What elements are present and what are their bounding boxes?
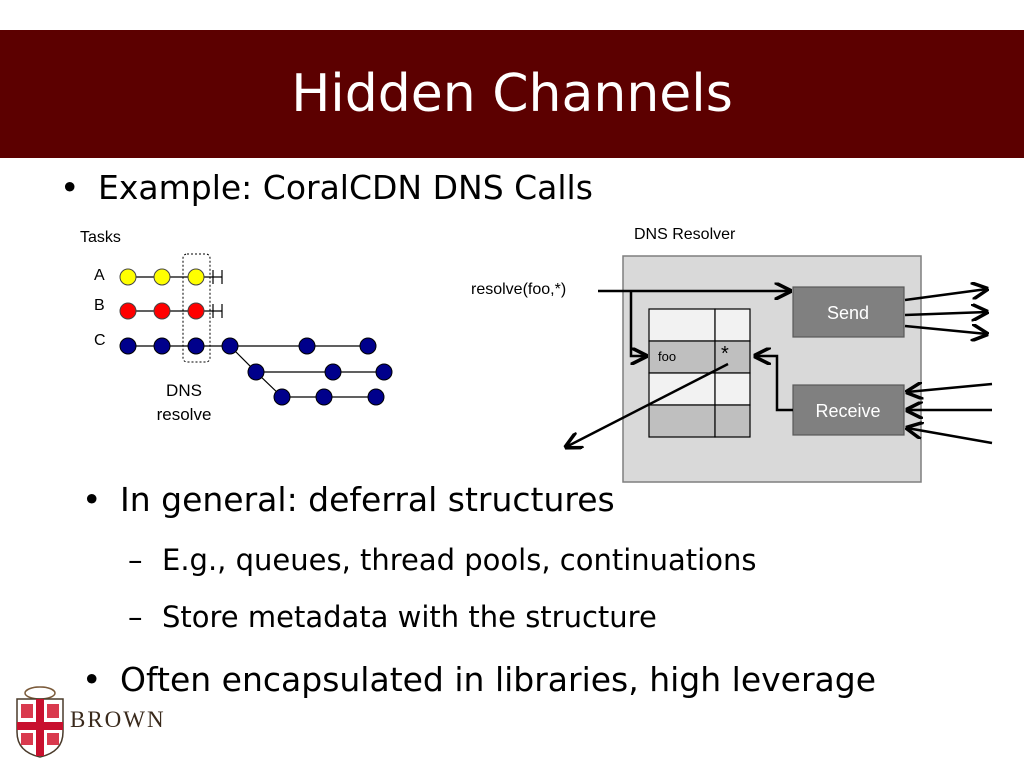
subbullet-dash: – — [128, 543, 143, 577]
bullet-general: • In general: deferral structures — [82, 480, 615, 519]
task-c-node — [375, 363, 393, 381]
task-c-node — [324, 363, 342, 381]
task-b-node — [153, 302, 171, 320]
bullet-general-text: In general: deferral structures — [120, 480, 615, 519]
resolve-call-label: resolve(foo,*) — [471, 281, 566, 298]
subbullet-examples-text: E.g., queues, thread pools, continuation… — [162, 543, 757, 577]
bullet-example: • Example: CoralCDN DNS Calls — [60, 168, 593, 207]
task-c-node — [221, 337, 239, 355]
receive-label: Receive — [815, 401, 880, 421]
brown-shield-logo — [16, 686, 64, 758]
bullet-often-text: Often encapsulated in libraries, high le… — [120, 660, 877, 699]
dns-resolver-title: DNS Resolver — [634, 226, 736, 243]
task-c-node — [359, 337, 377, 355]
task-c-node — [273, 388, 291, 406]
send-box — [792, 286, 905, 338]
task-c-node — [298, 337, 316, 355]
dns-resolve-label-1: DNS — [166, 381, 202, 400]
resolver-table — [648, 308, 751, 438]
bullet-example-text: Example: CoralCDN DNS Calls — [98, 168, 593, 207]
subbullet-dash: – — [128, 600, 143, 634]
bullet-dot: • — [60, 168, 80, 207]
subbullet-metadata: –Store metadata with the structure — [128, 600, 657, 634]
subbullet-examples: –E.g., queues, thread pools, continuatio… — [128, 543, 756, 577]
task-c-node — [119, 337, 137, 355]
task-c-node — [153, 337, 171, 355]
task-c-label: C — [94, 332, 106, 349]
slide-title: Hidden Channels — [291, 64, 733, 124]
task-b-row — [119, 302, 223, 320]
subbullet-metadata-text: Store metadata with the structure — [162, 600, 657, 634]
task-c-graph — [119, 337, 393, 406]
task-b-node — [187, 302, 205, 320]
brown-logo-text: BROWN — [70, 707, 166, 732]
task-b-node — [119, 302, 137, 320]
bullet-dot: • — [82, 480, 102, 519]
bullet-dot: • — [82, 660, 102, 699]
task-a-row — [119, 268, 223, 286]
task-c-node — [187, 337, 205, 355]
table-key-foo: foo — [658, 349, 676, 364]
send-label: Send — [827, 303, 869, 323]
resolver-arrows — [566, 289, 993, 447]
dns-resolve-label-2: resolve — [157, 405, 212, 424]
bullet-often: • Often encapsulated in libraries, high l… — [82, 660, 876, 699]
table-value-star: * — [721, 343, 729, 365]
task-a-node — [153, 268, 171, 286]
title-bar: Hidden Channels — [0, 30, 1024, 158]
task-a-node — [119, 268, 137, 286]
task-a-node — [187, 268, 205, 286]
task-c-node — [367, 388, 385, 406]
task-c-node — [247, 363, 265, 381]
receive-box — [792, 384, 905, 436]
task-c-node — [315, 388, 333, 406]
task-a-label: A — [94, 267, 105, 284]
dns-resolve-box — [182, 253, 211, 363]
tasks-label: Tasks — [80, 229, 121, 246]
task-b-label: B — [94, 297, 105, 314]
